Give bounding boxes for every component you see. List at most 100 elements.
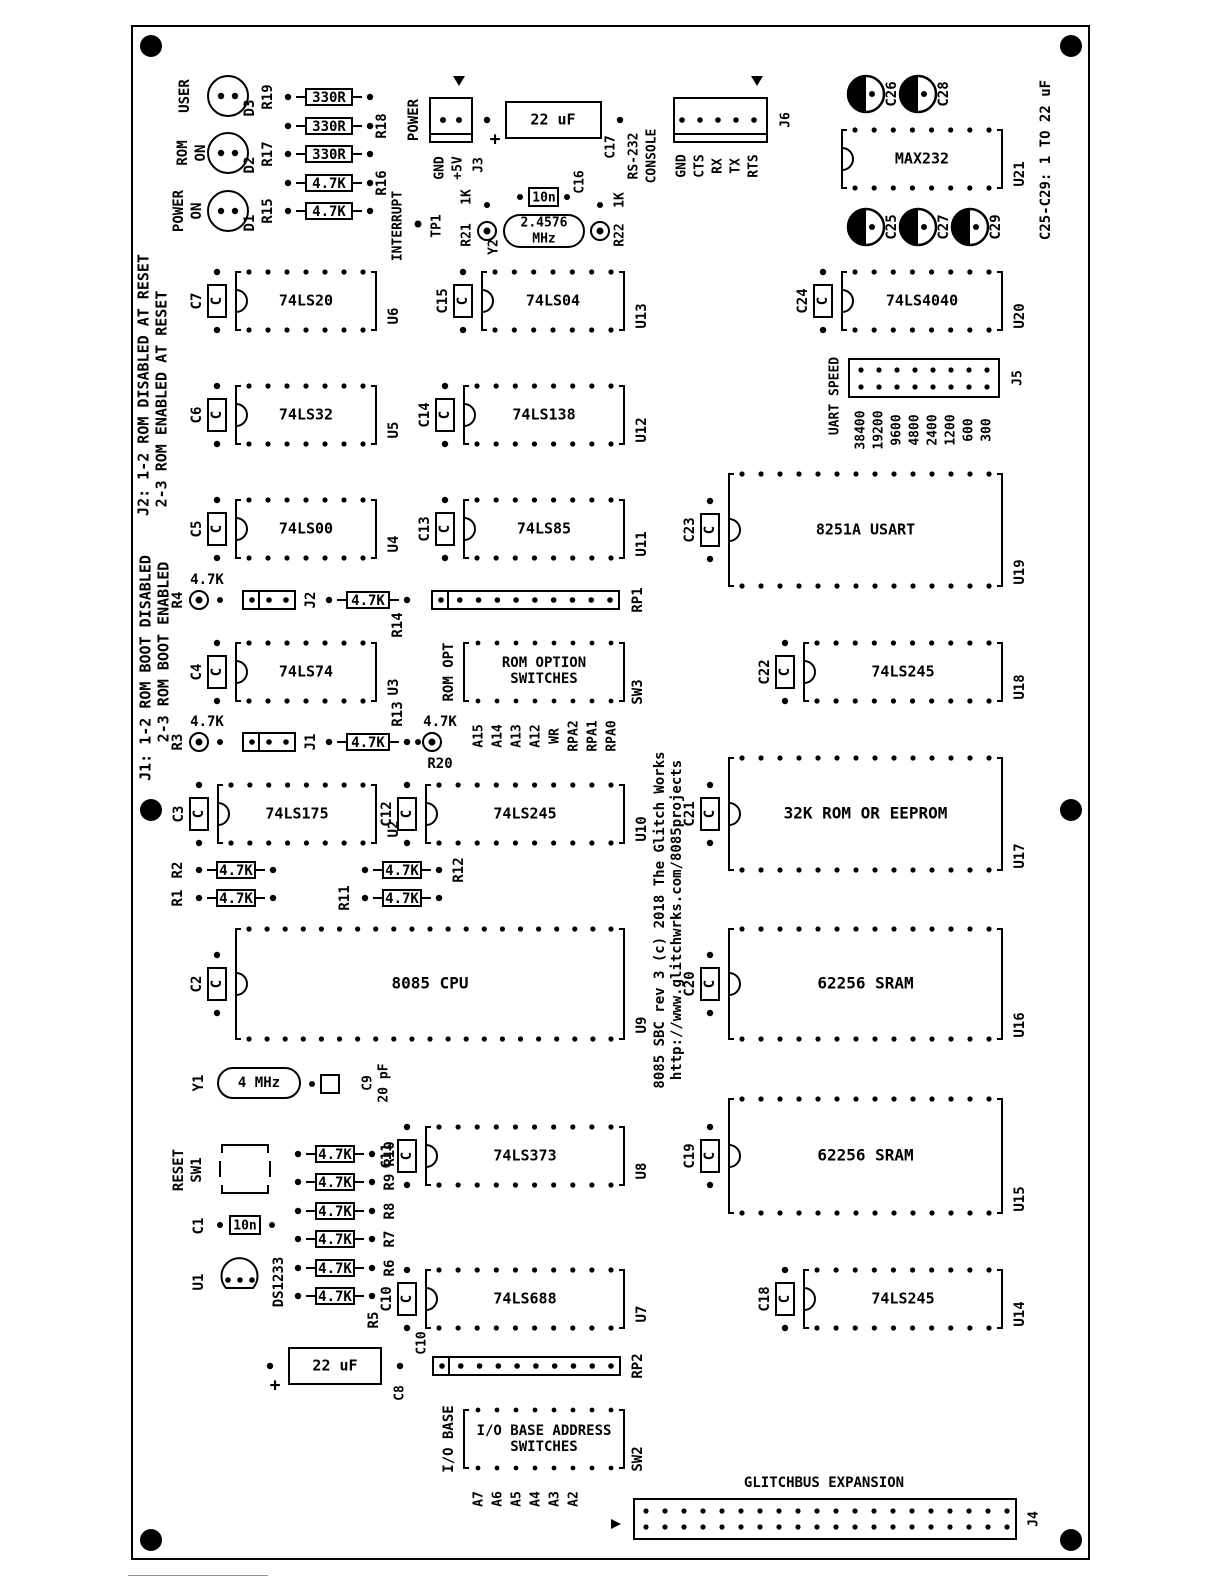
ic-pin — [891, 755, 897, 761]
ic-pin — [967, 1267, 973, 1273]
switch-pin — [513, 1465, 519, 1471]
ic-outline — [425, 1126, 625, 1186]
ic-pin — [493, 840, 499, 846]
ic-part-label: 74LS32 — [279, 406, 333, 424]
mounting-hole — [1060, 799, 1082, 821]
ic-pin — [531, 383, 538, 389]
radial-cap-ref: C28 — [936, 81, 952, 106]
ic-pin — [948, 269, 954, 275]
resistor-pad — [294, 1150, 302, 1158]
ic-pin — [531, 1124, 538, 1130]
ic-pin — [512, 1124, 519, 1130]
ic-pin — [739, 583, 745, 589]
cap-pad — [441, 496, 449, 504]
resistor-pad — [368, 1178, 376, 1186]
electrolytic-c17 — [505, 101, 602, 139]
decoupling-cap — [397, 797, 417, 831]
cap-pad — [459, 326, 467, 334]
ic-pin — [360, 698, 366, 704]
credit-note: http://www.glitchwrks.com/8085projects — [669, 760, 685, 1080]
header-pin — [514, 1363, 520, 1369]
ic-notch — [481, 289, 494, 313]
header-pin — [719, 1524, 725, 1530]
y2-freq: 2.4576 — [521, 216, 568, 231]
ic-outline — [803, 642, 1003, 702]
ic-pin — [360, 840, 366, 846]
ic-pin — [852, 1325, 858, 1331]
switch-pin — [475, 698, 481, 704]
decoupling-cap — [189, 797, 209, 831]
resistor-pad — [368, 1207, 376, 1215]
ic-pin — [929, 1267, 935, 1273]
electrolytic-c8 — [288, 1347, 382, 1385]
ic-pin — [910, 1210, 916, 1216]
ic-part-label: 74LS138 — [512, 406, 575, 424]
ic-ref-label: U10 — [634, 816, 650, 841]
cap-pad — [195, 781, 203, 789]
resistor-pad — [284, 150, 292, 158]
ic-pin — [318, 926, 324, 932]
ic-pin — [871, 1325, 877, 1331]
ic-pin — [512, 1267, 519, 1273]
ic-pin — [910, 755, 916, 761]
ds1233-pin — [225, 1277, 231, 1283]
led-ref: D1 — [242, 215, 258, 232]
resistor-body — [315, 1287, 355, 1305]
ic-pin — [246, 441, 252, 447]
j6-pin-label: TX — [729, 158, 744, 174]
ic-pin — [814, 640, 820, 646]
ic-pin — [265, 698, 271, 704]
ic-pin — [833, 1267, 839, 1273]
pot-center — [195, 738, 203, 746]
decoupling-cap — [435, 512, 455, 546]
ic-pin — [796, 926, 802, 932]
ic-outline — [803, 1269, 1003, 1329]
pot-center — [428, 738, 436, 746]
ic-pin — [436, 1267, 442, 1273]
decoupling-cap — [207, 512, 227, 546]
cap-ref-label: C22 — [757, 659, 773, 684]
resistor-value: 4.7K — [351, 735, 385, 751]
radial-cap-pad — [920, 223, 928, 231]
ic-ref-label: U5 — [386, 422, 402, 439]
ic-outline — [235, 385, 377, 445]
j4-ref: J4 — [1027, 1511, 1042, 1527]
ic-pin — [834, 1036, 840, 1042]
cap-pad — [441, 554, 449, 562]
ic-pin — [967, 1096, 973, 1102]
ic-outline — [841, 129, 1003, 189]
switch-pin — [494, 640, 500, 646]
cap-pad — [706, 555, 714, 563]
header-pin — [909, 1508, 915, 1514]
ic-part-label: MAX232 — [895, 150, 949, 168]
header-pin — [457, 1363, 464, 1369]
resistor-ref: R1 — [170, 890, 186, 907]
sw3-text: ROM OPTION — [502, 655, 586, 671]
radial-cap-pad — [920, 90, 928, 98]
decoupling-cap — [207, 398, 227, 432]
ic-pin — [300, 926, 306, 932]
ic-pin — [247, 782, 253, 788]
ic-pin — [852, 327, 858, 333]
ic-pin — [948, 471, 954, 477]
ic-pin — [777, 926, 783, 932]
ic-pin — [796, 1210, 802, 1216]
resistor-value: 4.7K — [318, 1232, 352, 1248]
ic-pin — [929, 1096, 935, 1102]
ic-pin — [796, 755, 802, 761]
header-pin — [776, 1524, 782, 1530]
j1-note: J1: 1-2 ROM BOOT DISABLED — [137, 555, 155, 781]
resistor-body — [305, 202, 353, 220]
ic-pin — [852, 698, 858, 704]
ic-pin — [322, 782, 328, 788]
ic-pin — [948, 755, 954, 761]
ic-pin — [890, 1325, 897, 1331]
c1-body — [229, 1215, 261, 1235]
ic-pin — [303, 840, 310, 846]
sw3-pin-label: RPA2 — [567, 720, 582, 751]
ic-pin — [360, 269, 366, 275]
ic-pin — [891, 471, 897, 477]
ic-pin — [777, 471, 783, 477]
ic-pin — [967, 926, 973, 932]
